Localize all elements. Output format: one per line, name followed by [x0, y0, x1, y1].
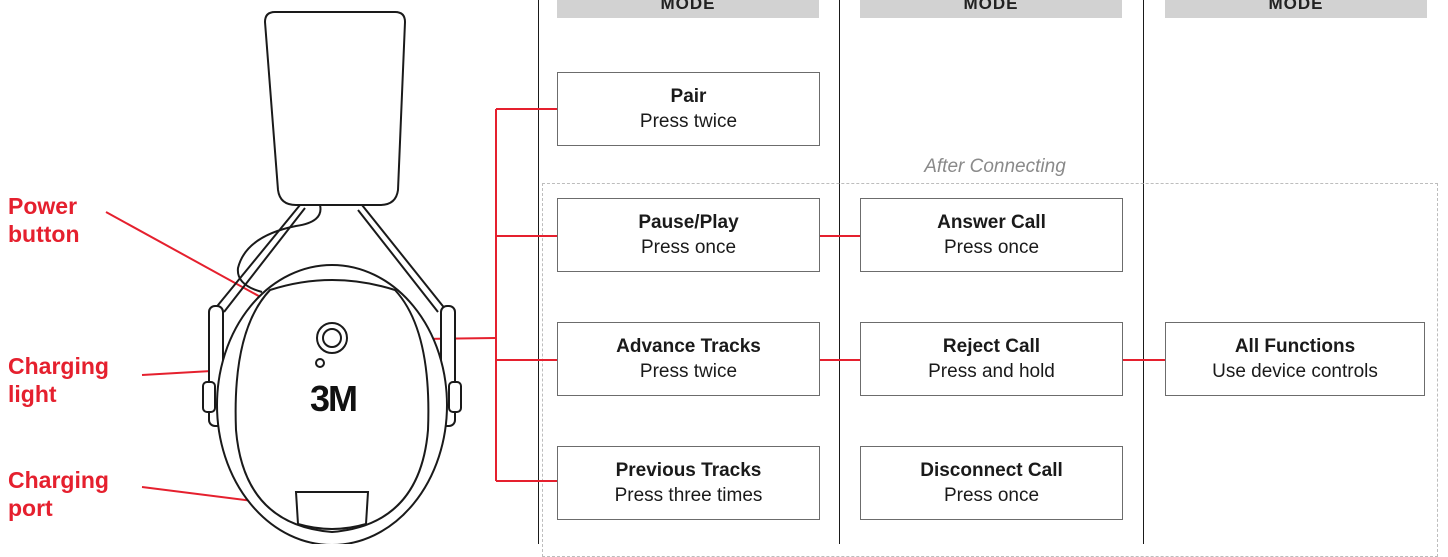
column-header-1: MODE	[557, 0, 819, 18]
column-header-2: MODE	[860, 0, 1122, 18]
connector-lines	[105, 11, 1165, 544]
column-divider	[839, 0, 840, 544]
diagram-stage: MODE MODE MODE After Connecting	[8, 0, 1438, 557]
column-divider	[538, 0, 539, 544]
headset-illustration	[202, 11, 462, 544]
column-divider	[1143, 0, 1144, 544]
column-header-3: MODE	[1165, 0, 1427, 18]
brand-logo: 3M	[309, 378, 358, 419]
after-connecting-label: After Connecting	[924, 156, 1066, 177]
